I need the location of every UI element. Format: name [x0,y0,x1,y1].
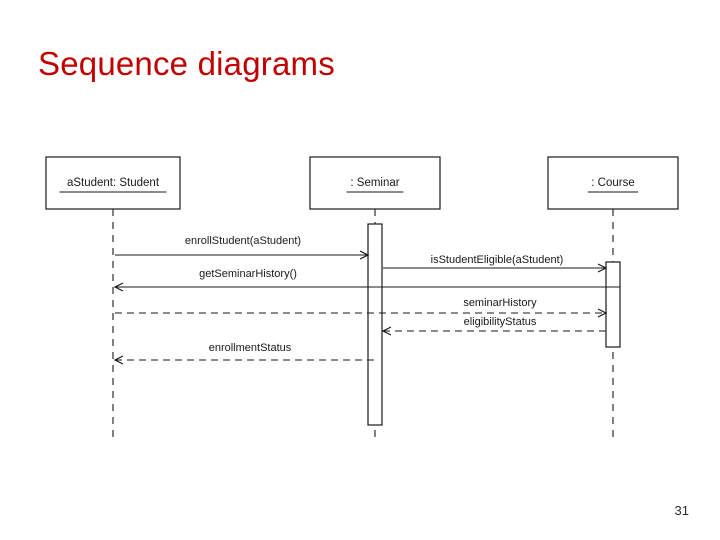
page-number: 31 [674,503,689,518]
lifeline-seminar[interactable]: : Seminar [309,156,441,440]
lifeline-label-course: : Course [591,177,634,189]
message-label-m6: enrollmentStatus [209,342,292,354]
lifeline-student[interactable]: aStudent: Student [45,156,181,440]
message-arrowhead-m2 [597,263,608,273]
message-arrowhead-m3 [113,282,124,292]
lifeline-label-seminar: : Seminar [350,177,399,189]
message-m5[interactable]: eligibilityStatus [381,316,606,336]
activation-bar-seminar[interactable] [367,223,383,426]
message-label-m1: enrollStudent(aStudent) [185,235,301,247]
lifeline-box-course[interactable] [547,156,679,210]
message-label-m3: getSeminarHistory() [199,268,297,280]
message-m6[interactable]: enrollmentStatus [113,342,375,365]
message-arrowhead-m5 [381,326,392,336]
message-label-m5: eligibilityStatus [464,316,537,328]
message-arrowhead-m4 [597,308,608,318]
message-m2[interactable]: isStudentEligible(aStudent) [383,254,608,273]
page-title: Sequence diagrams [38,45,335,82]
lifeline-course[interactable]: : Course [547,156,679,440]
message-m4[interactable]: seminarHistory [115,297,608,318]
messages-layer: enrollStudent(aStudent) isStudentEligible… [113,235,620,365]
lifelines-layer: aStudent: Student : Seminar : Course [45,156,679,440]
activation-bar-course[interactable] [605,261,621,348]
message-m3[interactable]: getSeminarHistory() [113,268,620,292]
message-label-m2: isStudentEligible(aStudent) [431,254,564,266]
message-arrowhead-m1 [359,250,370,260]
message-label-m4: seminarHistory [463,297,537,309]
lifeline-label-student: aStudent: Student [67,177,160,189]
message-arrowhead-m6 [113,355,124,365]
message-m1[interactable]: enrollStudent(aStudent) [115,235,370,260]
lifeline-box-student[interactable] [45,156,181,210]
